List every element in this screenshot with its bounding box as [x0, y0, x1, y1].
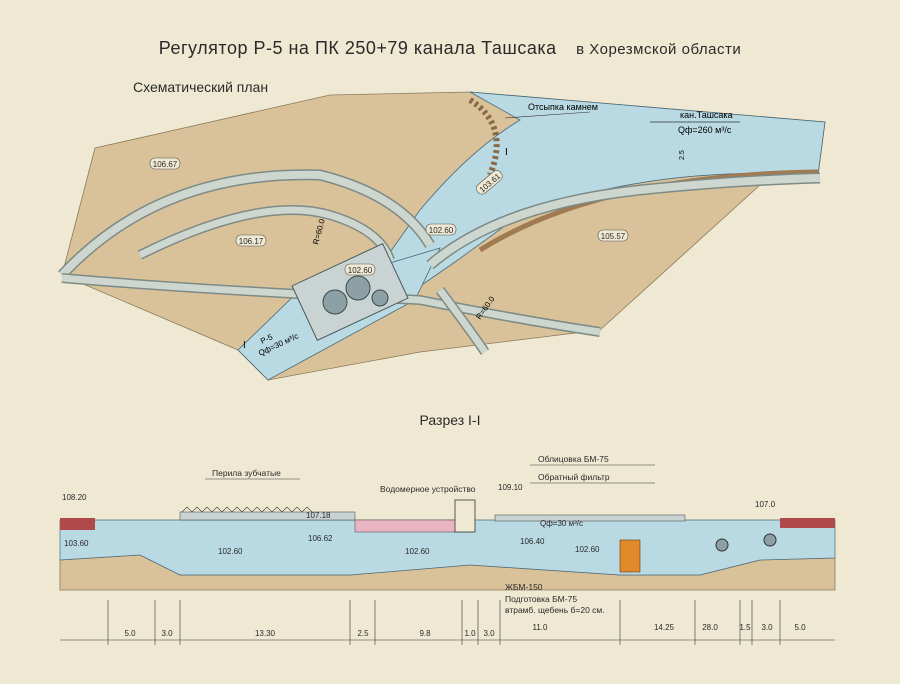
dim-8: 11.0	[533, 623, 549, 632]
elev-mid-water: 106.62	[308, 534, 333, 543]
elev-right-top: 109.10	[498, 483, 523, 492]
dim-3: 13.30	[255, 629, 276, 638]
dim-13: 5.0	[794, 623, 806, 632]
dim-11: 1.5	[739, 623, 751, 632]
elev-floor-1: 102.60	[218, 547, 243, 556]
road-right-curve-fill	[427, 174, 821, 269]
section-heading: Разрез I-I	[419, 412, 481, 428]
right-embankment	[780, 518, 835, 528]
callout-gravel: втрамб. щебень б=20 см.	[505, 605, 605, 615]
meter-chamber	[454, 499, 476, 533]
road-right-lower-fill	[437, 287, 488, 354]
section-flow: Qф=30 м³/с	[540, 519, 583, 528]
elev-far-right: 107.0	[755, 500, 776, 509]
slope-mark: 2.5	[679, 150, 686, 160]
stone-revetment	[468, 97, 500, 177]
section-drawing: 108.20 103.60 107.18 106.62 102.60 102.6…	[59, 454, 836, 645]
dim-5: 9.8	[419, 629, 431, 638]
callout-railing: Перила зубчатые	[212, 468, 281, 478]
dim-2: 3.0	[161, 629, 173, 638]
elev-badge-6: 105.57	[601, 232, 626, 241]
title-main: Регулятор Р-5 на ПК 250+79 канала Ташсак…	[158, 38, 557, 58]
dim-10: 28.0	[702, 623, 718, 632]
left-embankment	[60, 518, 95, 530]
dim-12: 3.0	[761, 623, 773, 632]
elev-floor-2: 102.60	[405, 547, 430, 556]
canal-name: кан.Ташсака	[680, 110, 733, 120]
plan-drawing: 106.67 106.17 103.61 102.60 102.60 105.5…	[57, 91, 826, 381]
canal-flow: Qф=260 м³/с	[678, 125, 732, 135]
pipe-1	[715, 538, 729, 552]
elev-badge-4: 102.60	[429, 226, 454, 235]
callout-prep: Подготовка БМ-75	[505, 594, 577, 604]
section-mark-1: I	[243, 340, 246, 351]
plan-heading: Схематический план	[133, 79, 269, 95]
elev-badge-1: 106.67	[153, 160, 178, 169]
drawing-title: Регулятор Р-5 на ПК 250+79 канала Ташсак…	[0, 38, 900, 59]
middle-slab	[354, 519, 471, 533]
upper-wall	[179, 511, 356, 521]
gate-grid-2	[345, 275, 371, 301]
callout-lining: Облицовка БМ-75	[538, 454, 609, 464]
dim-4: 2.5	[357, 629, 369, 638]
elev-left-top: 108.20	[62, 493, 87, 502]
title-subtitle: в Хорезмской области	[576, 41, 742, 58]
elev-left-water: 103.60	[64, 539, 89, 548]
elev-badge-5: 102.60	[348, 266, 373, 275]
callout-meter: Водомерное устройство	[380, 484, 476, 494]
railing-zigzag	[181, 506, 313, 513]
elev-upper-water: 107.18	[306, 511, 331, 520]
callout-concrete: ЖБМ-150	[505, 582, 543, 592]
dim-9: 14.25	[654, 623, 675, 632]
dim-6: 1.0	[464, 629, 476, 638]
road-left-loop-fill	[59, 170, 434, 278]
stone-label: Отсыпка камнем	[528, 102, 598, 112]
callout-filter: Обратный фильтр	[538, 472, 610, 482]
road-inner-loop-fill	[138, 206, 394, 262]
filter-block	[619, 539, 641, 573]
pipe-2	[763, 533, 777, 547]
elev-floor-3: 102.60	[575, 545, 600, 554]
gate-grid-3	[371, 289, 389, 307]
plan-elevations: 106.67 106.17 103.61 102.60 102.60 105.5…	[149, 157, 629, 276]
elev-mid-2: 106.40	[520, 537, 545, 546]
section-water	[59, 519, 836, 576]
gate-grid-1	[322, 289, 348, 315]
dim-1: 5.0	[124, 629, 136, 638]
section-mark-2: I	[505, 147, 508, 158]
dimension-labels: 5.0 3.0 13.30 2.5 9.8 1.0 3.0 11.0 14.25…	[124, 623, 806, 638]
dim-7: 3.0	[483, 629, 495, 638]
elev-badge-2: 106.17	[239, 237, 264, 246]
lower-wall	[494, 514, 686, 522]
